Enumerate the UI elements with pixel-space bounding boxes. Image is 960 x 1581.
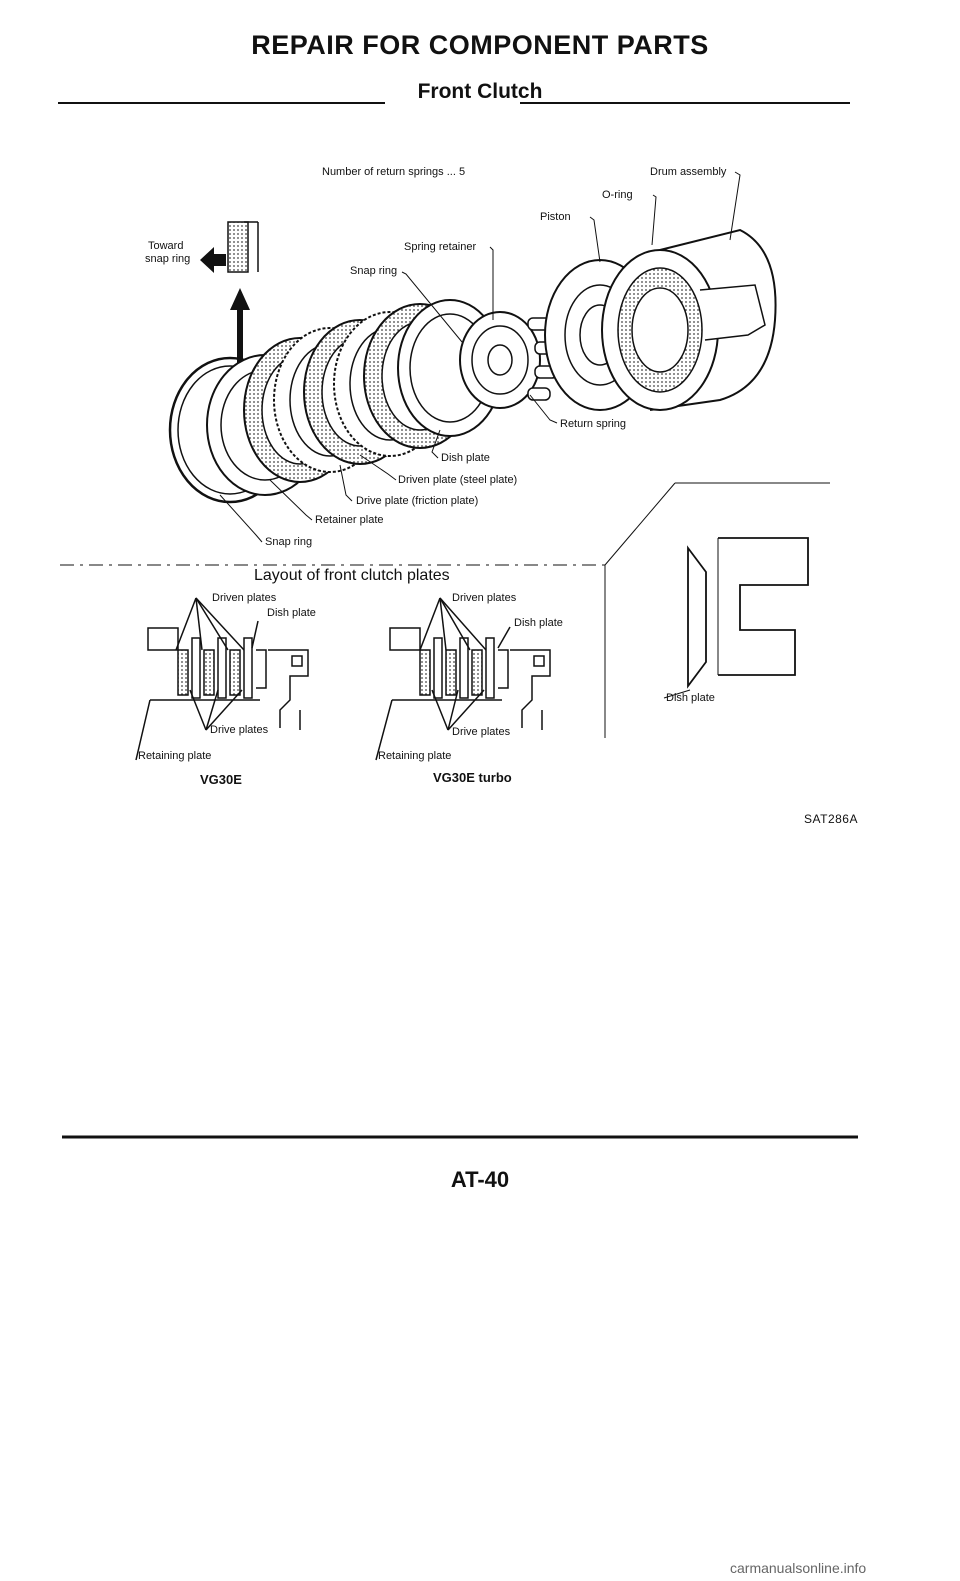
label-snap-ring-top: Snap ring xyxy=(350,265,398,277)
return-springs-note: Number of return springs ... 5 xyxy=(322,166,466,178)
turbo-label-retaining-plate: Retaining plate xyxy=(378,750,452,762)
vg30e-label-driven-plates: Driven plates xyxy=(212,592,277,604)
drum-assembly xyxy=(601,228,777,411)
label-spring-retainer: Spring retainer xyxy=(404,241,477,253)
spring-retainer xyxy=(459,311,541,409)
label-toward-snap-ring: snap ring xyxy=(145,253,191,265)
leader-lines xyxy=(219,171,741,543)
detail-callout-frame xyxy=(604,482,830,738)
label-return-spring: Return spring xyxy=(560,418,627,430)
detail-dish-plate xyxy=(663,537,809,699)
turbo-label-driven-plates: Driven plates xyxy=(452,592,517,604)
toward-arrow-icon xyxy=(200,221,259,273)
vg30e-label-drive-plates: Drive plates xyxy=(210,724,269,736)
up-arrow-icon xyxy=(230,288,250,368)
detail-label-dish-plate: Dish plate xyxy=(666,692,715,704)
label-driven-plate-steel: Driven plate (steel plate) xyxy=(398,474,518,486)
section-subtitle: Front Clutch xyxy=(417,80,543,103)
model-vg30e-turbo: VG30E turbo xyxy=(433,770,512,785)
figure-code: SAT286A xyxy=(804,812,858,826)
clutch-plate-stack xyxy=(243,299,503,483)
watermark: carmanualsonline.info xyxy=(730,1560,867,1576)
vg30e-label-retaining-plate: Retaining plate xyxy=(138,750,212,762)
page-number: AT-40 xyxy=(450,1167,510,1192)
model-vg30e: VG30E xyxy=(200,772,242,787)
label-snap-ring-bottom: Snap ring xyxy=(265,536,313,548)
turbo-label-dish-plate: Dish plate xyxy=(514,617,563,629)
layout-diagram-vg30e xyxy=(135,597,309,761)
layout-title: Layout of front clutch plates xyxy=(254,567,450,584)
label-piston: Piston xyxy=(540,211,571,223)
label-drum-assembly: Drum assembly xyxy=(650,166,727,178)
label-o-ring: O-ring xyxy=(602,189,633,201)
page-title: REPAIR FOR COMPONENT PARTS xyxy=(251,30,709,60)
turbo-label-drive-plates: Drive plates xyxy=(452,726,511,738)
label-dish-plate: Dish plate xyxy=(441,452,490,464)
vg30e-label-dish-plate: Dish plate xyxy=(267,607,316,619)
label-retainer-plate: Retainer plate xyxy=(315,514,384,526)
label-drive-plate-friction: Drive plate (friction plate) xyxy=(356,495,479,507)
label-toward: Toward xyxy=(148,240,184,252)
layout-diagram-vg30e-turbo xyxy=(375,597,551,761)
